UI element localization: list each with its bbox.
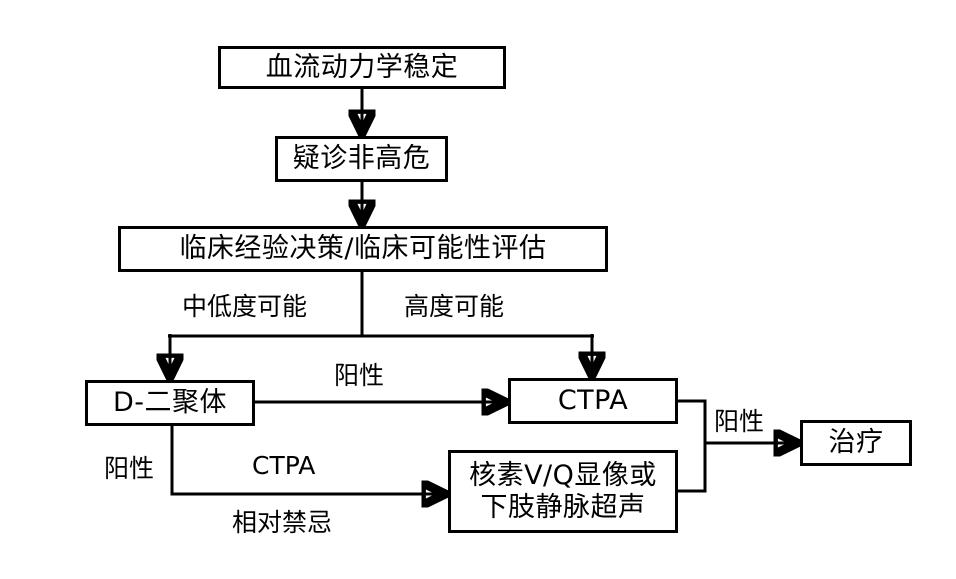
node-hemodynamic-stable[interactable]: 血流动力学稳定 [218, 46, 506, 89]
edge-label-positive-to-treatment: 阳性 [714, 407, 765, 436]
connector-ctpa-merge [678, 399, 707, 443]
edge-label-ctpa-alternative: CTPA [252, 451, 316, 480]
edge-label-positive-left: 阳性 [104, 454, 155, 483]
node-ctpa[interactable]: CTPA [508, 378, 678, 424]
edge-label-high-probability: 高度可能 [404, 292, 505, 321]
node-suspected-non-high-risk[interactable]: 疑诊非高危 [275, 136, 448, 182]
node-clinical-assessment[interactable]: 临床经验决策/临床可能性评估 [118, 226, 608, 272]
node-vq-scan-or-ultrasound[interactable]: 核素V/Q显像或 下肢静脉超声 [448, 450, 678, 533]
node-d-dimer[interactable]: D-二聚体 [85, 380, 255, 426]
node-treatment[interactable]: 治疗 [800, 420, 912, 466]
edge-label-positive-to-ctpa: 阳性 [334, 361, 385, 390]
connector-vq-merge [678, 443, 707, 493]
edge-label-low-moderate-probability: 中低度可能 [182, 292, 308, 321]
edge-label-relative-contraindication: 相对禁忌 [232, 508, 333, 537]
